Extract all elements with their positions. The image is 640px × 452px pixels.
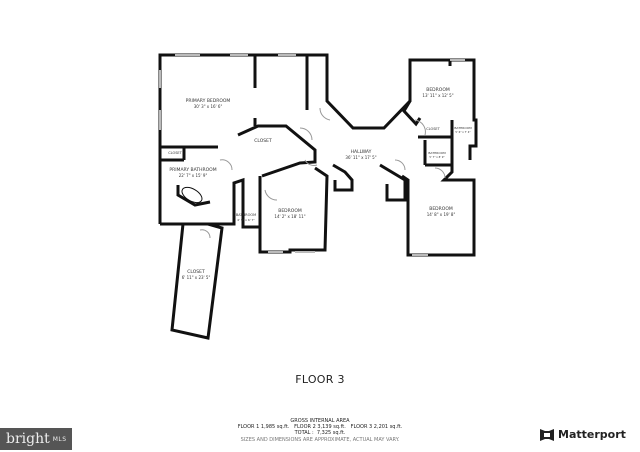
room-dims: 4' 9" x 6' 7" [237, 218, 255, 222]
room-primary-bathroom: PRIMARY BATHROOM [169, 167, 216, 173]
room-dims: 5' 6" x 7' 4" [455, 130, 470, 134]
gross-area-heading: GROSS INTERNAL AREA [290, 418, 350, 424]
room-bathroom: BATHROOM [236, 213, 256, 217]
room-dims: 36' 11" x 17' 5" [345, 155, 376, 160]
matterport-logo: Matterport [540, 428, 626, 441]
room-dims: 5' 7" x 8' 9" [429, 155, 444, 159]
room-dims: 14' 8" x 19' 8" [427, 212, 456, 217]
room-bedroom: BEDROOM [278, 208, 302, 214]
matterport-icon [540, 428, 554, 441]
gross-area-block: GROSS INTERNAL AREA FLOOR 1 1,985 sq.ft.… [0, 418, 640, 443]
bright-mls-logo: bright MLS [0, 428, 72, 450]
room-bedroom: BEDROOM [426, 87, 450, 93]
logo-sub: MLS [52, 435, 67, 443]
room-dims: 13' 11" x 12' 5" [422, 93, 453, 98]
room-bedroom: BEDROOM [429, 206, 453, 212]
room-labels: PRIMARY BEDROOM 30' 3" x 16' 6" CLOSET C… [168, 87, 472, 280]
room-closet: CLOSET [426, 127, 440, 131]
room-bathroom: BATHROOM [454, 126, 472, 130]
wall [158, 53, 307, 224]
room-dims: 30' 3" x 16' 6" [194, 104, 223, 109]
room-dims: 6' 11" x 23' 5" [182, 275, 211, 280]
room-closet: CLOSET [168, 151, 182, 155]
room-bathroom: BATHROOM [428, 151, 446, 155]
room-closet: CLOSET [187, 269, 205, 275]
logo-text: bright [6, 431, 50, 447]
logo-text: Matterport [558, 428, 626, 441]
floor-title: FLOOR 3 [295, 373, 345, 386]
gross-area-floors: FLOOR 1 1,985 sq.ft. FLOOR 2 3,139 sq.ft… [237, 424, 403, 431]
room-dims: 14' 2" x 18' 11" [274, 214, 305, 219]
room-hallway: HALLWAY [351, 149, 372, 155]
disclaimer: SIZES AND DIMENSIONS ARE APPROXIMATE, AC… [240, 436, 400, 443]
room-dims: 22' 7" x 15' 9" [179, 173, 208, 178]
gross-area-total: TOTAL : 7,325 sq.ft. [294, 430, 346, 437]
room-primary-bedroom: PRIMARY BEDROOM [186, 98, 231, 104]
room-closet: CLOSET [254, 138, 272, 144]
